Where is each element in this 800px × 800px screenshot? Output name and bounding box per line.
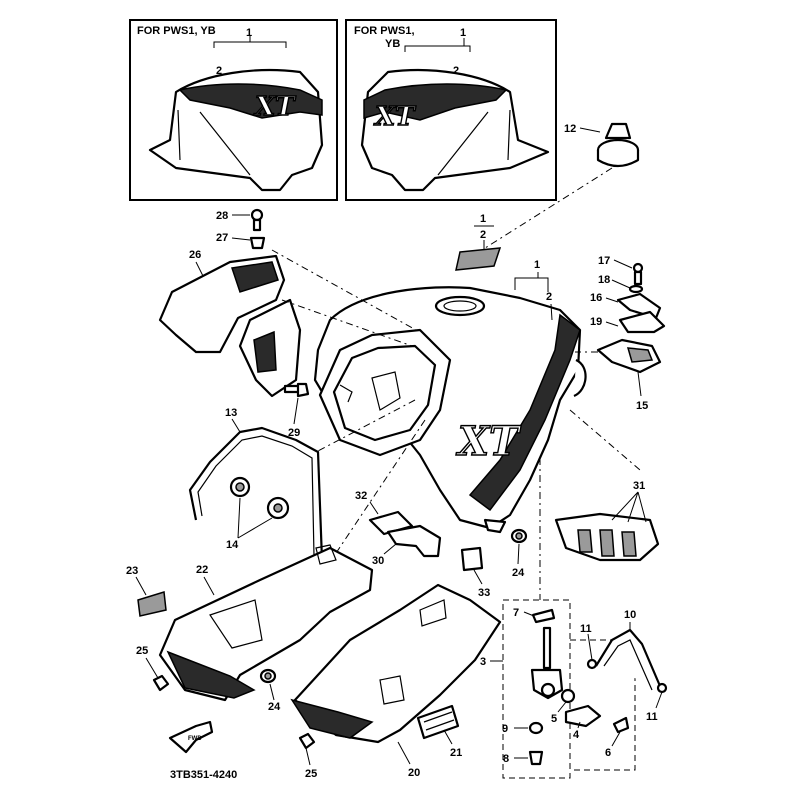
callout-18: 18	[598, 274, 610, 286]
part-26-side-cover: 26	[158, 249, 302, 398]
callout-11-upper: 11	[580, 623, 592, 635]
fwd-arrow-icon: FWD	[168, 720, 214, 754]
inset-right-logo: XT	[373, 102, 416, 132]
inset-left-callout-2: 2	[216, 65, 222, 77]
part-8-plug	[528, 750, 544, 766]
part-11-clip-upper	[586, 658, 598, 670]
callout-7: 7	[513, 607, 519, 619]
callout-21: 21	[450, 747, 462, 759]
part-19-plate: 19	[590, 310, 666, 334]
callout-25-lower: 25	[305, 768, 317, 780]
part-30-damper: 30	[372, 524, 442, 567]
callout-19: 19	[590, 316, 602, 328]
callout-23: 23	[126, 565, 138, 577]
callout-8: 8	[503, 753, 509, 765]
part-33-pad: 33	[460, 546, 490, 599]
part-27-collar: 27	[216, 232, 266, 250]
part-25-bolt-left: 25	[136, 645, 170, 692]
callout-29: 29	[288, 427, 300, 439]
callout-15: 15	[636, 400, 648, 412]
part-4-lever	[564, 704, 602, 728]
part-28-bolt: 28	[216, 208, 264, 232]
diagram-code: 3TB351-4240	[170, 769, 237, 781]
callout-25-left: 25	[136, 645, 148, 657]
part-24-collar-upper: 24	[510, 528, 528, 579]
callout-27: 27	[216, 232, 228, 244]
part-20-cover: 20	[290, 583, 502, 779]
part-21-emblem: 21	[416, 704, 462, 759]
part-9-washer	[528, 721, 544, 735]
callout-26: 26	[189, 249, 201, 261]
part-31-damper: 31	[554, 480, 660, 562]
part-25-bolt-lower: 25	[298, 732, 317, 780]
part-1-fuel-tank: XT 1 2	[313, 259, 587, 534]
part-3-outline	[502, 599, 571, 779]
callout-28: 28	[216, 210, 228, 222]
inset-right-callout-2: 2	[453, 65, 459, 77]
inset-right: FOR PWS1, YB 1 2 XT	[345, 19, 557, 201]
callout-30: 30	[372, 555, 384, 567]
fraction-top: 1	[480, 213, 486, 225]
part-23-emblem: 23	[126, 565, 167, 617]
inset-right-stripe	[363, 83, 508, 121]
callout-4: 4	[573, 729, 580, 741]
part-10-hose	[595, 628, 662, 687]
callout-12: 12	[564, 123, 576, 135]
part-22-cover: 22	[158, 544, 374, 702]
part-7-plate	[531, 608, 556, 624]
fwd-label: FWD	[188, 736, 202, 742]
callout-17: 17	[598, 255, 610, 267]
filler-neck	[434, 295, 486, 317]
callout-16: 16	[590, 292, 602, 304]
inset-right-label-line2: YB	[385, 38, 400, 50]
callout-32: 32	[355, 490, 367, 502]
part-6-screw	[612, 716, 630, 734]
fraction-bottom: 2	[480, 229, 486, 241]
callout-31: 31	[633, 480, 645, 492]
part-24-collar-lower: 24	[259, 668, 281, 713]
part-18-washer: 18	[598, 274, 644, 294]
callout-1: 1	[534, 259, 540, 271]
callout-33: 33	[478, 587, 490, 599]
callout-22: 22	[196, 564, 208, 576]
part-14-damper: 14	[226, 476, 290, 551]
callout-5: 5	[551, 713, 557, 725]
callout-20: 20	[408, 767, 420, 779]
part-12-fuel-cap: 12	[454, 122, 640, 269]
callout-24-upper: 24	[512, 567, 525, 579]
part-32-bracket: 32	[355, 490, 414, 536]
part-29-bolt: 29	[283, 382, 310, 439]
emblem-fraction: 1 2	[455, 213, 502, 271]
part-13-band: 13	[188, 407, 324, 581]
callout-24-lower: 24	[268, 701, 281, 713]
inset-right-callout-1: 1	[460, 27, 466, 39]
part-17-bolt: 17	[598, 255, 644, 286]
callout-13: 13	[225, 407, 237, 419]
part-5-oring	[560, 688, 576, 704]
inset-left: FOR PWS1, YB 1 2 XT	[129, 19, 338, 201]
callout-11-lower: 11	[646, 711, 658, 723]
inset-left-callout-1: 1	[246, 27, 252, 39]
inset-right-label-line1: FOR PWS1,	[354, 25, 415, 37]
inset-left-stripe	[178, 83, 323, 119]
callout-10: 10	[624, 609, 636, 621]
part-15-damper: 15	[596, 338, 662, 412]
inset-left-logo: XT	[253, 92, 296, 122]
fuel-cock-assembly: 3 7 4 5 6 9 8 10	[480, 599, 668, 779]
inset-left-label: FOR PWS1, YB	[137, 25, 216, 37]
inset-right-bracket	[404, 45, 471, 52]
callout-2: 2	[546, 291, 552, 303]
callout-3: 3	[480, 656, 486, 668]
callout-6: 6	[605, 747, 611, 759]
part-11-clip-lower	[656, 682, 668, 694]
tank-logo: XT	[455, 418, 522, 465]
callout-9: 9	[502, 723, 508, 735]
callout-14: 14	[226, 539, 239, 551]
